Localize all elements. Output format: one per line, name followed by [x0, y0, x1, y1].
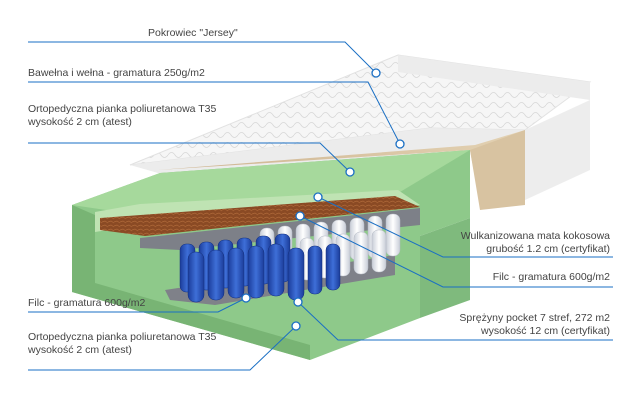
marker-dot-foam-top	[345, 167, 355, 177]
label-felt-right: Filc - gramatura 600g/m2	[492, 271, 610, 283]
label-felt-left: Filc - gramatura 600g/m2	[28, 297, 146, 309]
marker-dot-coconut	[313, 192, 323, 202]
label-coconut-line1: Wulkanizowana mata kokosowa	[460, 230, 610, 242]
marker-dot-cotton-wool	[395, 139, 405, 149]
cotton-wool-layer	[158, 130, 525, 210]
label-foam-bottom-line1: Ortopedyczna pianka poliuretanowa T35	[28, 331, 217, 343]
leader-lines	[28, 41, 613, 371]
pocket-springs	[179, 213, 401, 303]
marker-dot-cover	[371, 68, 381, 78]
label-coconut: Wulkanizowana mata kokosowa grubość 1.2 …	[461, 230, 610, 256]
marker-dot-felt-left	[241, 293, 251, 303]
label-springs-line1: Sprężyny pocket 7 stref, 272 m2	[459, 312, 610, 324]
label-foam-bottom: Ortopedyczna pianka poliuretanowa T35 wy…	[28, 331, 216, 357]
label-foam-top-line1: Ortopedyczna pianka poliuretanowa T35	[28, 103, 217, 115]
cover-layer	[129, 54, 592, 200]
marker-dot-felt-right	[295, 211, 305, 221]
marker-dots	[241, 68, 405, 331]
label-springs-line2: wysokość 12 cm (certyfikat)	[481, 325, 610, 337]
label-cover: Pokrowiec "Jersey"	[148, 27, 238, 39]
label-foam-top-line2: wysokość 2 cm (atest)	[28, 116, 132, 128]
label-foam-bottom-line2: wysokość 2 cm (atest)	[28, 344, 132, 356]
marker-dot-springs	[293, 297, 303, 307]
label-springs: Sprężyny pocket 7 stref, 272 m2 wysokość…	[459, 312, 610, 338]
coconut-layer	[100, 196, 420, 236]
label-foam-top: Ortopedyczna pianka poliuretanowa T35 wy…	[28, 103, 216, 129]
marker-dot-foam-bottom	[291, 321, 301, 331]
label-cotton-wool: Bawełna i wełna - gramatura 250g/m2	[28, 67, 205, 79]
label-coconut-line2: grubość 1.2 cm (certyfikat)	[486, 243, 610, 255]
